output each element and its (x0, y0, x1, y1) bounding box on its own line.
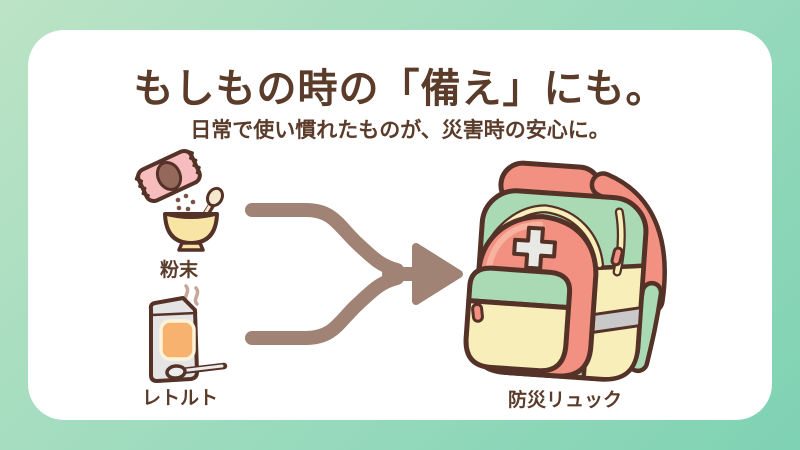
page-subtitle: 日常で使い慣れたものが、災害時の安心に。 (190, 119, 610, 142)
backpack-label: 防災リュック (507, 390, 622, 411)
merge-arrow-icon (245, 203, 463, 345)
powder-sachet (134, 148, 202, 204)
result-item-backpack: 防災リュック (450, 146, 680, 412)
bowl-icon (163, 212, 219, 252)
first-aid-cross-icon (512, 225, 558, 271)
powder-sachet-bowl-icon (134, 148, 224, 252)
page-title: もしもの時の「備え」にも。 (133, 67, 667, 111)
emergency-backpack-icon (463, 160, 667, 382)
powder-label: 粉末 (159, 260, 198, 281)
source-item-retort: レトルト (120, 278, 240, 410)
front-panel-highlight (486, 221, 544, 269)
source-item-powder: 粉末 (118, 148, 240, 282)
side-zipper (610, 207, 626, 277)
retort-pouch-icon (148, 284, 228, 383)
spoon-icon (165, 362, 228, 380)
pocket-zipper-pull (471, 302, 484, 323)
retort-pouch (148, 296, 199, 383)
front-pocket (463, 265, 573, 374)
retort-label: レトルト (141, 388, 218, 409)
